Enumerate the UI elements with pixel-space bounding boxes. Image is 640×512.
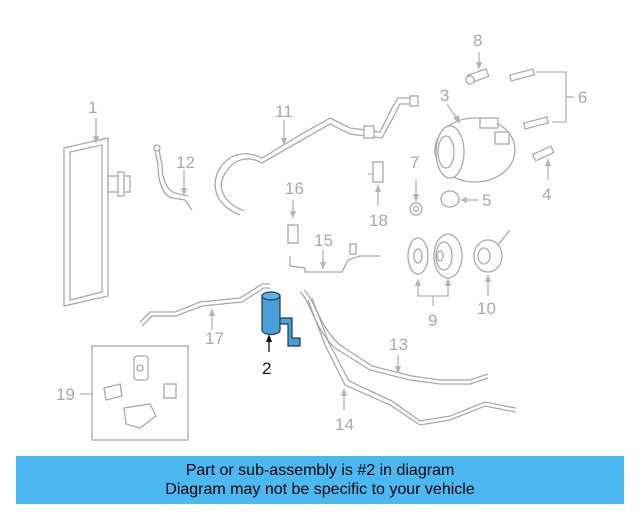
bolt-part-8: 8 <box>465 31 490 85</box>
callout-13: 13 <box>389 335 408 354</box>
bolts-part-6: 6 <box>508 68 587 130</box>
callout-16: 16 <box>285 179 304 198</box>
banner-line-2: Diagram may not be specific to your vehi… <box>165 481 475 498</box>
cap-part-7: 7 <box>409 153 423 216</box>
callout-1: 1 <box>88 98 97 117</box>
condenser-part-1: 1 <box>63 98 131 307</box>
accumulator-part-2-highlighted[interactable]: 2 <box>261 291 301 378</box>
compressor-part-3: 3 <box>434 86 516 183</box>
callout-4: 4 <box>542 185 551 204</box>
callout-14: 14 <box>335 415 354 434</box>
oring-part-5: 5 <box>440 190 491 210</box>
callout-11: 11 <box>275 102 293 121</box>
callout-15: 15 <box>314 231 333 250</box>
callout-9: 9 <box>428 311 437 330</box>
kit-part-19: 19 <box>56 345 189 441</box>
callout-3: 3 <box>440 86 449 105</box>
switch-part-18: 18 <box>368 161 388 230</box>
tube-part-15: 15 <box>289 231 380 273</box>
callout-2: 2 <box>262 359 271 378</box>
callout-10: 10 <box>477 299 496 318</box>
callout-12: 12 <box>176 153 195 172</box>
callout-19: 19 <box>56 385 75 404</box>
banner-line-1: Part or sub-assembly is #2 in diagram <box>185 462 455 479</box>
callout-6: 6 <box>578 88 587 107</box>
callout-8: 8 <box>473 31 482 50</box>
hose-part-17: 17 <box>139 283 270 348</box>
callout-7: 7 <box>410 153 419 172</box>
parts-diagram: 1 12 11 8 6 <box>56 31 587 441</box>
info-banner: Part or sub-assembly is #2 in diagram Di… <box>16 456 624 504</box>
hoses-parts-13-14: 13 14 <box>299 289 517 434</box>
fitting-part-4: 4 <box>531 145 555 204</box>
line-part-11: 11 <box>214 95 419 216</box>
callout-17: 17 <box>205 329 224 348</box>
hose-part-12: 12 <box>153 144 195 211</box>
sensor-part-16: 16 <box>285 179 304 244</box>
callout-5: 5 <box>482 191 491 210</box>
clutch-parts-9-10: 9 10 <box>407 229 511 330</box>
callout-18: 18 <box>369 211 388 230</box>
